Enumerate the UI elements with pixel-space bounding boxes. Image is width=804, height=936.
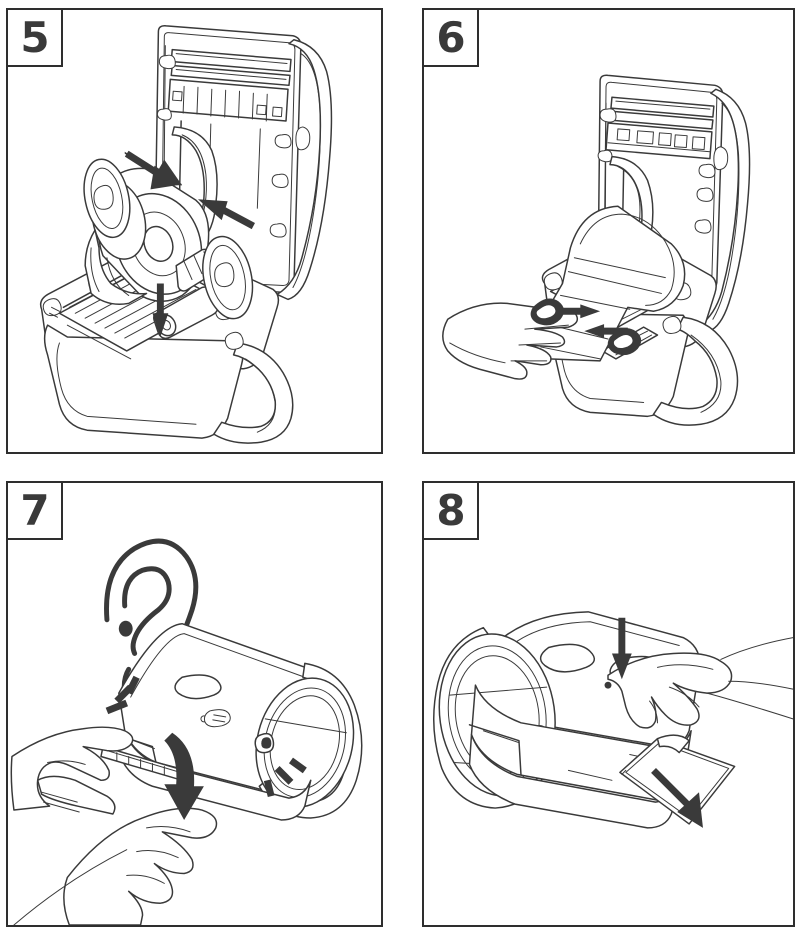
hand-icon-left: [10, 726, 134, 815]
illustration-press-feed-button: [424, 483, 793, 925]
click-burst-icon-right: [263, 757, 307, 798]
arrow-right-icon: [556, 304, 601, 319]
instruction-panel-6: 6: [422, 8, 795, 454]
label-sheet: [619, 734, 736, 825]
step-number-box-6: 6: [422, 8, 479, 67]
printer-body-group: [100, 622, 363, 821]
click-burst-icon-left: [105, 675, 140, 715]
arrow-right-icon: [124, 150, 183, 190]
instruction-panel-8: 8: [422, 481, 795, 927]
step-number-label: 7: [20, 485, 49, 535]
step-number-box-8: 8: [422, 481, 479, 540]
label-guide-tab-left: [530, 298, 565, 326]
arrow-left-icon: [197, 199, 255, 230]
arrow-diagonal-icon: [651, 767, 703, 828]
step-number-box-7: 7: [6, 481, 63, 540]
instruction-panel-7: 7: [6, 481, 383, 927]
step-number-label: 5: [20, 12, 49, 62]
label-guide-tab-right: [607, 328, 642, 356]
illustration-label-roll-insert: [8, 10, 381, 452]
instruction-panel-5: 5: [6, 8, 383, 454]
step-number-box-5: 5: [6, 8, 63, 67]
step-number-label: 6: [436, 12, 465, 62]
step-number-label: 8: [436, 485, 465, 535]
arrow-left-icon: [584, 324, 628, 339]
spool-assembly: [83, 158, 254, 320]
hand-icon-right: [13, 807, 218, 925]
arrow-down-icon: [611, 617, 632, 680]
hand-icon: [607, 637, 793, 729]
arrow-down-icon: [152, 283, 169, 338]
illustration-close-cover-click: [8, 483, 381, 925]
illustration-label-guide-adjust: [424, 10, 793, 452]
rotate-down-arrow-icon: [164, 732, 204, 820]
